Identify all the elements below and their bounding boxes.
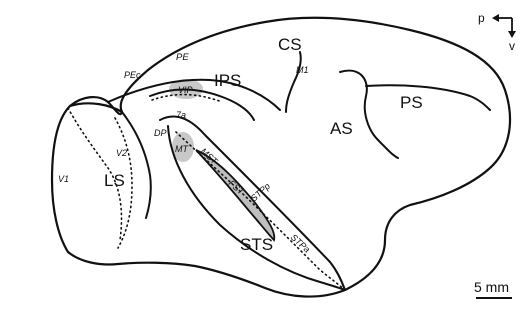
mt-label: MT: [175, 144, 189, 154]
scale-bar-label: 5 mm: [474, 279, 509, 295]
v1-label: V1: [58, 174, 69, 184]
cs-label: CS: [278, 35, 302, 54]
pe-label: PE: [176, 52, 189, 63]
dp-label: DP: [154, 128, 167, 138]
ips-label: IPS: [214, 71, 241, 90]
posterior-arrowhead: [492, 14, 499, 22]
ips-inner-line: [150, 89, 254, 120]
ia-label: 7a: [176, 110, 186, 120]
v2-label: V2: [116, 148, 127, 158]
ps-label: PS: [400, 93, 423, 112]
ps-sulcus-line: [366, 85, 490, 110]
posterior-label: p: [478, 11, 485, 25]
as-sulcus-line: [340, 71, 398, 158]
sts-label: STS: [240, 235, 273, 254]
ventral-label: v: [509, 39, 515, 53]
vip-label: VIP: [178, 85, 193, 95]
ls-label: LS: [104, 171, 125, 190]
ventral-arrowhead: [508, 31, 516, 38]
as-label: AS: [330, 119, 353, 138]
ls-sulcus-line: [122, 112, 151, 218]
cs-sulcus-line: [286, 52, 301, 112]
pec-label: PEc: [124, 70, 141, 80]
m1-label: M1: [296, 65, 309, 75]
